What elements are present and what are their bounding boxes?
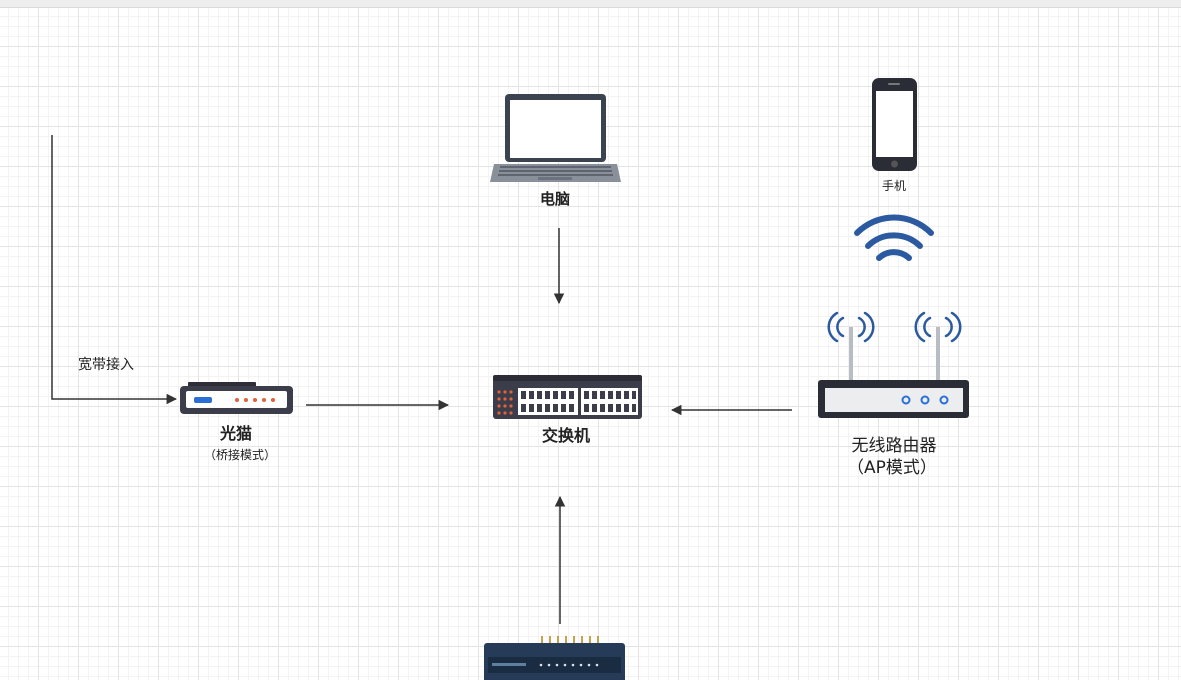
switch-label: 交换机 — [541, 426, 591, 445]
router-label: 无线路由器 — [851, 436, 937, 456]
phone-label: 手机 — [881, 179, 907, 193]
modem-icon[interactable] — [180, 382, 293, 414]
wifi-icon — [854, 214, 934, 261]
phone-icon[interactable] — [872, 78, 917, 171]
broadband-label: 宽带接入 — [78, 357, 134, 373]
pc-label: 电脑 — [539, 190, 571, 208]
laptop-icon[interactable] — [490, 94, 621, 182]
router-mode-label: （AP模式） — [847, 458, 937, 478]
switch-icon[interactable] — [493, 375, 642, 419]
modem-label: 光猫 — [219, 424, 253, 443]
connectors — [51, 135, 792, 624]
modem-mode-label: （桥接模式） — [203, 448, 277, 462]
server-icon[interactable] — [484, 636, 625, 680]
broadband-line[interactable] — [51, 135, 178, 405]
router-icon[interactable] — [818, 311, 969, 418]
top-bar — [0, 0, 1181, 8]
